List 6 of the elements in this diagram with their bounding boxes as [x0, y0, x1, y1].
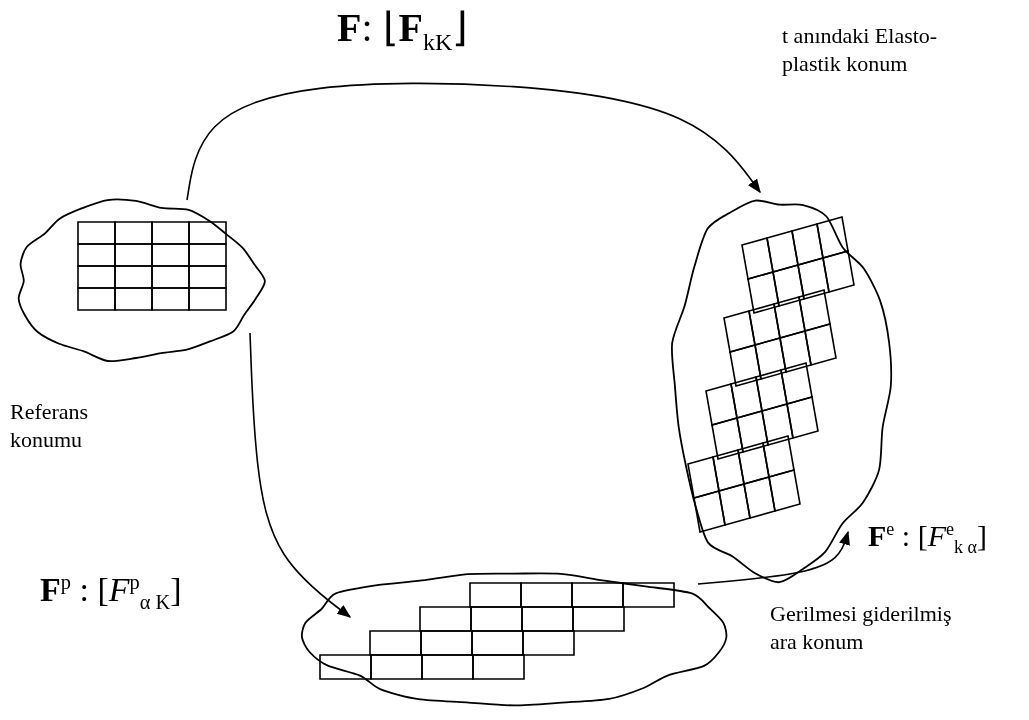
- arrow: [249, 332, 352, 618]
- arrow: [697, 530, 850, 585]
- caption-text: t anındaki Elasto-plastik konum: [782, 22, 939, 77]
- region-caption: Referans konumu: [10, 398, 90, 453]
- arrow: [186, 82, 761, 201]
- caption-text: Gerilmesi giderilmiş ara konum: [770, 600, 953, 655]
